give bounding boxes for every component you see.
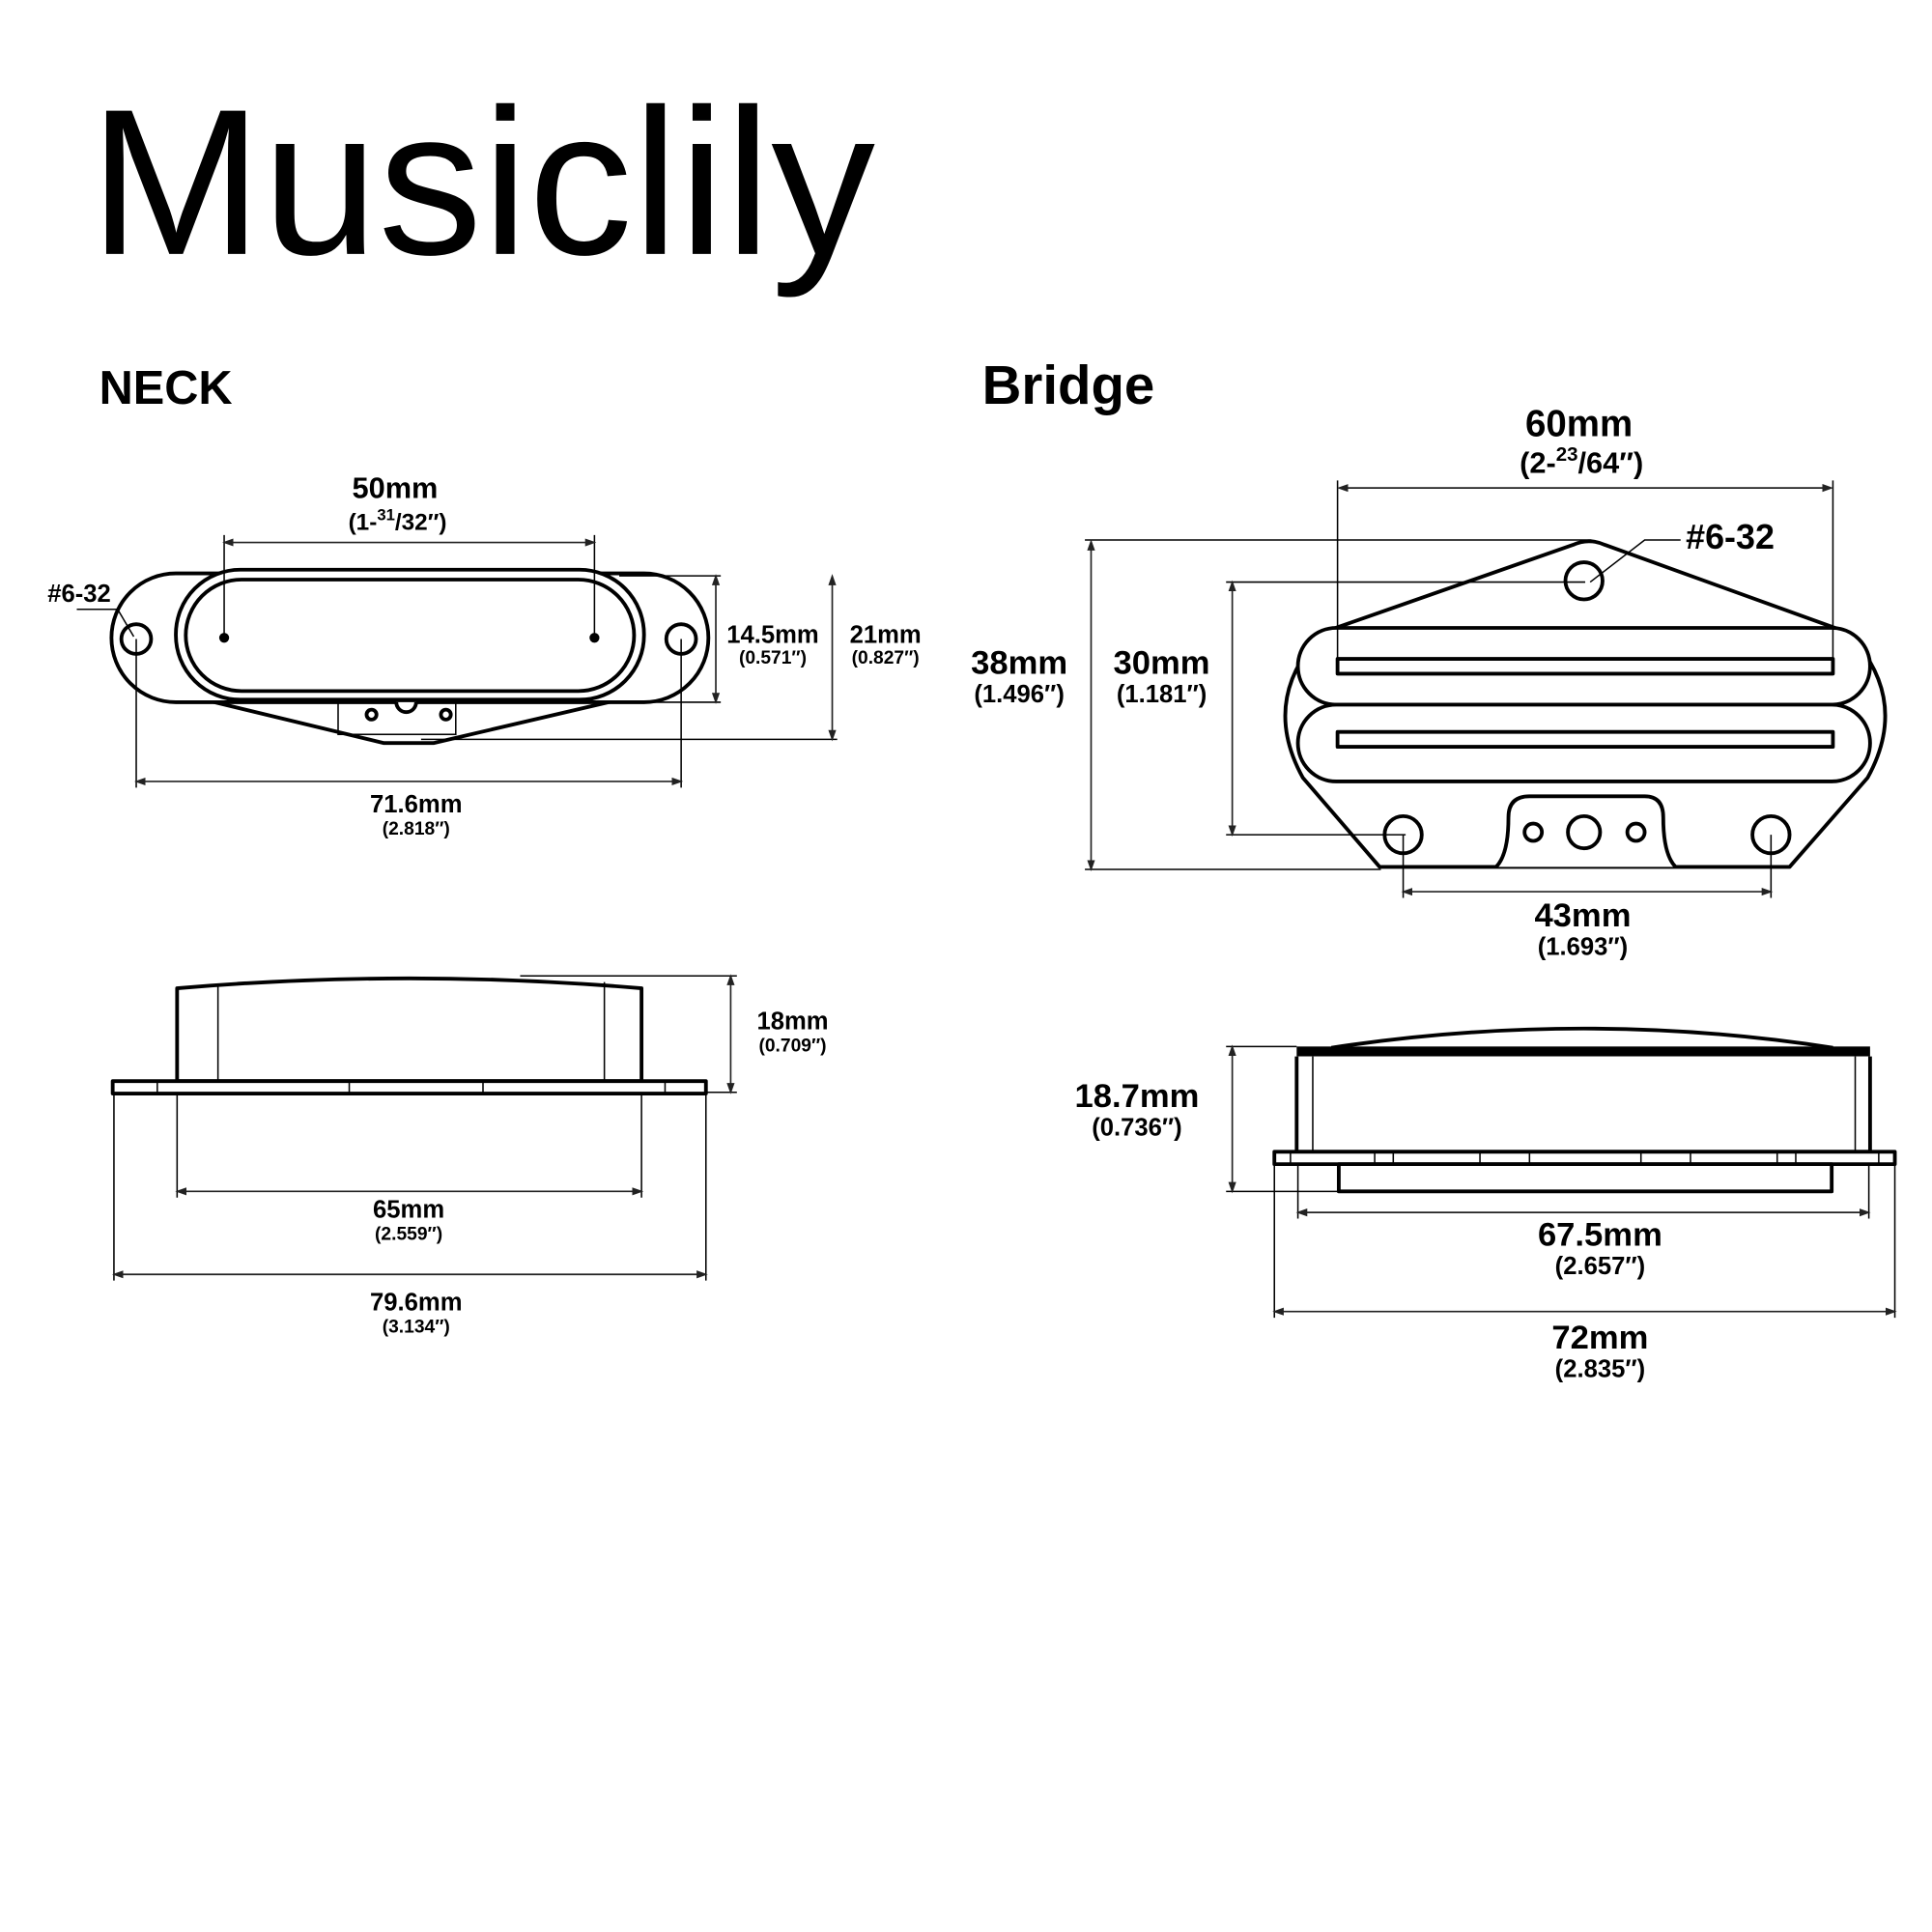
neck-top-view — [76, 534, 838, 788]
bridge-blade-length-mm: 60mm — [1525, 403, 1633, 444]
neck-total-width-inch: (0.827″) — [852, 648, 920, 668]
bridge-hole-spacing-mm: 43mm — [1534, 897, 1631, 934]
neck-hole-spacing-inch: (2.818″) — [383, 819, 450, 839]
bridge-total-depth-inch: (1.496″) — [974, 681, 1064, 708]
bridge-side-view — [1226, 1026, 1897, 1319]
neck-heading: NECK — [99, 362, 233, 414]
neck-cover-width-inch: (0.571″) — [739, 648, 807, 668]
bridge-heading: Bridge — [982, 355, 1155, 415]
bridge-hole-depth-inch: (1.181″) — [1117, 681, 1207, 708]
bridge-total-depth-mm: 38mm — [971, 644, 1067, 681]
bridge-body-length-inch: (2.657″) — [1555, 1253, 1645, 1280]
neck-height-inch: (0.709″) — [758, 1036, 826, 1056]
neck-pole-spacing-inch: (1-31/32″) — [349, 505, 447, 535]
bridge-height-inch: (0.736″) — [1092, 1115, 1181, 1142]
neck-cover-length-inch: (2.559″) — [375, 1224, 442, 1244]
pole-piece — [589, 633, 600, 643]
neck-plate-length-inch: (3.134″) — [383, 1317, 450, 1337]
bridge-top-view — [1085, 480, 1888, 898]
neck-cover-length-mm: 65mm — [373, 1196, 444, 1223]
bridge-plate-length-mm: 72mm — [1551, 1320, 1648, 1356]
neck-pole-spacing-mm: 50mm — [353, 470, 439, 504]
neck-side-view — [110, 974, 737, 1281]
bridge-hole-depth-mm: 30mm — [1114, 644, 1210, 681]
neck-hole-label: #6-32 — [47, 581, 111, 608]
bridge-plate-length-inch: (2.835″) — [1555, 1356, 1645, 1383]
neck-height-mm: 18mm — [756, 1008, 828, 1035]
mount-hole — [1563, 560, 1605, 602]
bridge-hole-spacing-inch: (1.693″) — [1538, 933, 1628, 960]
neck-plate-length-mm: 79.6mm — [370, 1289, 462, 1316]
brand-title: Musiclily — [89, 66, 875, 298]
pole-piece — [218, 633, 230, 643]
bridge-hole-label: #6-32 — [1686, 518, 1775, 556]
bridge-height-mm: 18.7mm — [1074, 1078, 1199, 1115]
neck-total-width-mm: 21mm — [850, 621, 922, 648]
bridge-blade-length-inch: (2-23/64″) — [1520, 443, 1643, 480]
neck-hole-spacing-mm: 71.6mm — [370, 791, 462, 818]
bridge-body-length-mm: 67.5mm — [1538, 1217, 1662, 1254]
neck-cover-width-mm: 14.5mm — [726, 621, 818, 648]
